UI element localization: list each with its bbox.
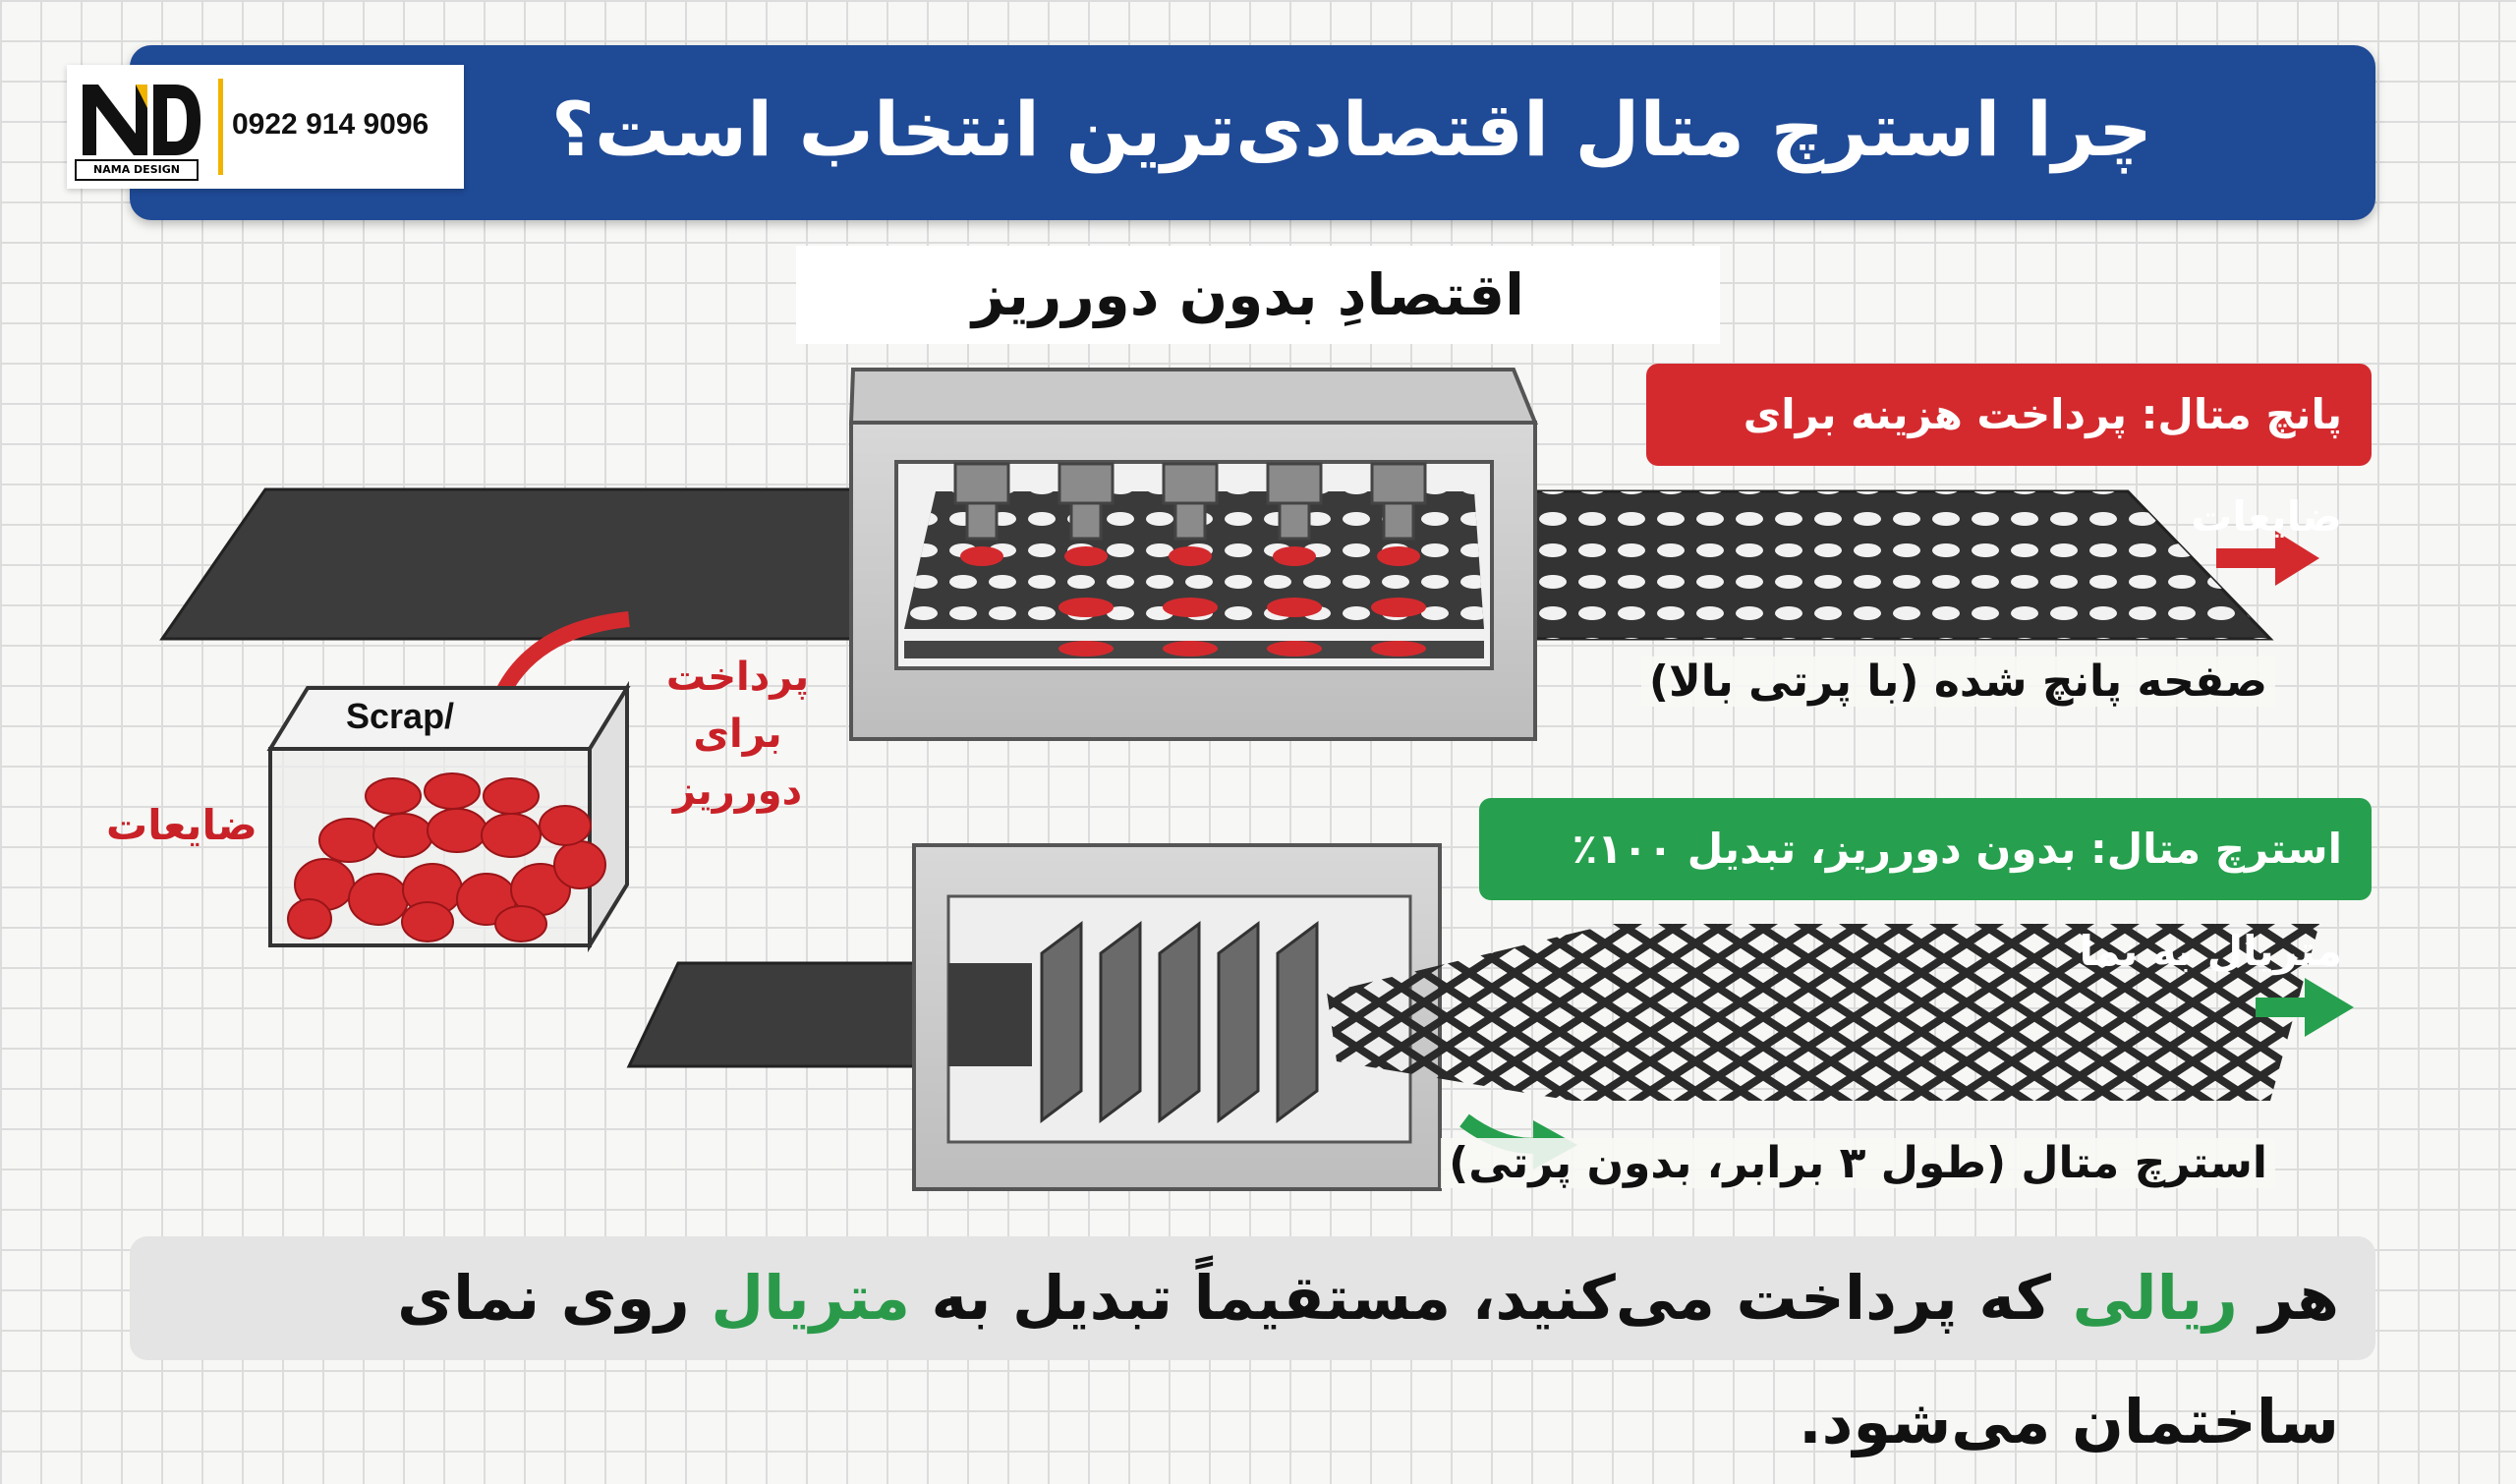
expanded-mesh xyxy=(1327,924,2319,1101)
punch-label: پانچ متال: پرداخت هزینه برای ضایعات xyxy=(1646,364,2372,541)
nama-design-logo-icon xyxy=(83,85,200,155)
red-slugs xyxy=(960,546,1426,656)
process-diagram xyxy=(159,368,2354,1191)
footer-highlight-material: متریال xyxy=(711,1262,910,1334)
scrap-box xyxy=(266,680,631,953)
waste-caption: ضایعات xyxy=(106,801,257,849)
scrap-discs xyxy=(287,772,606,942)
phone-number: 0922 914 9096 xyxy=(232,108,429,141)
punched-sheet xyxy=(1512,489,2274,641)
raw-sheet-top xyxy=(159,487,886,641)
footer-part-2: که پرداخت می‌کنید، مستقیماً تبدیل به xyxy=(909,1262,2073,1334)
logo-subtitle: NAMA DESIGN xyxy=(75,159,199,181)
punch-machine xyxy=(848,368,1538,741)
page-title: چرا استرچ متال اقتصادی‌ترین انتخاب است؟ xyxy=(550,86,2152,173)
pay-for-waste-caption: پرداخت برای دورریز xyxy=(665,655,810,814)
scrap-label: Scrap/ xyxy=(346,696,455,736)
stretch-label: استرچ متال: بدون دورریز، تبدیل ۱۰۰٪ متری… xyxy=(1479,798,2372,975)
footer-bar xyxy=(130,1236,2375,1360)
stretch-blades xyxy=(1040,921,1319,1123)
stretch-caption: استرچ متال (طول ۳ برابر، بدون پرتی) xyxy=(1441,1138,2275,1188)
red-arrow-icon xyxy=(2216,531,2319,586)
footer-part-1: هر xyxy=(2237,1262,2339,1334)
header-bar xyxy=(130,45,2375,220)
section-title: اقتصادِ بدون دورریز xyxy=(972,261,1524,328)
footer-text: هر ریالی که پرداخت می‌کنید، مستقیماً تبد… xyxy=(147,1236,2339,1457)
logo-divider xyxy=(218,79,223,175)
green-arrow-icon xyxy=(2256,978,2354,1037)
punched-sheet-caption: صفحه پانچ شده (با پرتی بالا) xyxy=(1640,656,2275,707)
footer-highlight-rial: ریالی xyxy=(2072,1262,2238,1334)
stretch-machine xyxy=(912,843,1442,1191)
section-title-bg xyxy=(796,246,1720,344)
punch-tools xyxy=(953,462,1427,541)
curved-red-arrow-icon xyxy=(491,611,630,704)
